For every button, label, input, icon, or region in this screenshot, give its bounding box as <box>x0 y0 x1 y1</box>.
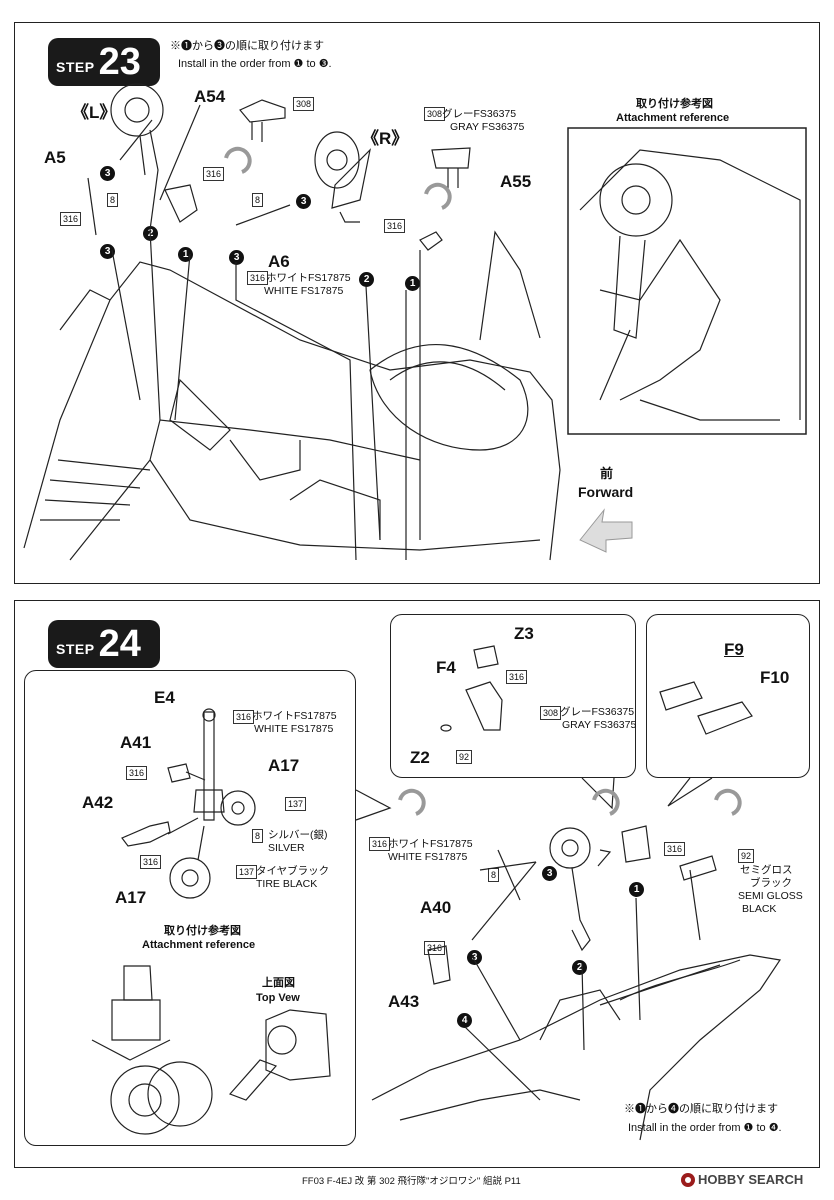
paint-code-box: 316 <box>203 167 225 181</box>
white-en: WHITE FS17875 <box>254 723 334 735</box>
paint-code-box: 8 <box>252 829 264 843</box>
paint-code-box: 316 <box>506 670 528 684</box>
paint-code-box: 8 <box>107 193 119 207</box>
step-number: 24 <box>98 623 141 665</box>
part-a43: A43 <box>388 992 420 1011</box>
step-24-right-subpanel <box>646 614 810 778</box>
semigloss-en-1: SEMI GLOSS <box>738 890 803 902</box>
tire-en: TIRE BLACK <box>256 878 318 890</box>
forward-jp: 前 <box>600 466 614 481</box>
paint-white-en: WHITE FS17875 <box>264 285 344 297</box>
side-right-label: 《R》 <box>362 129 409 148</box>
paint-code-box: 316 <box>384 219 406 233</box>
paint-white-jp: ホワイトFS17875 <box>266 272 351 284</box>
step-word: STEP <box>56 59 95 75</box>
part-a54: A54 <box>194 87 226 106</box>
part-f9: F9 <box>724 640 744 659</box>
gray-en: GRAY FS36375 <box>562 719 637 731</box>
silver-jp: シルバー(銀) <box>268 829 328 841</box>
part-f4: F4 <box>436 658 456 677</box>
watermark-text: HOBBY SEARCH <box>698 1172 804 1187</box>
paint-gray-en: GRAY FS36375 <box>450 121 525 133</box>
top-view-en: Top Vew <box>256 992 300 1004</box>
tire-jp: タイヤブラック <box>256 865 330 877</box>
order-note-en: Install in the order from ❶ to ❹. <box>628 1122 782 1134</box>
part-e4: E4 <box>154 688 175 707</box>
part-a55: A55 <box>500 172 532 191</box>
gray-jp: グレーFS36375 <box>560 706 635 718</box>
top-view-jp: 上面図 <box>262 977 295 989</box>
paint-code-box: 308 <box>540 706 562 720</box>
paint-code-box: 316 <box>60 212 82 226</box>
paint-code-box: 308 <box>293 97 315 111</box>
order-note-en: Install in the order from ❶ to ❸. <box>178 58 332 70</box>
white-jp: ホワイトFS17875 <box>388 838 473 850</box>
step-23-panel <box>14 22 820 584</box>
step-24-badge: STEP 24 <box>48 620 160 668</box>
hobby-search-logo-icon <box>681 1173 695 1187</box>
part-a42: A42 <box>82 793 114 812</box>
paint-code-box: 316 <box>233 710 255 724</box>
attach-ref-en: Attachment reference <box>616 112 730 124</box>
paint-code-box: 316 <box>664 842 686 856</box>
paint-code-box: 308 <box>424 107 446 121</box>
part-a17-top: A17 <box>268 756 300 775</box>
paint-code-box: 316 <box>247 271 269 285</box>
step-24-left-subpanel <box>24 670 356 1146</box>
semigloss-en-2: BLACK <box>742 903 777 915</box>
part-a17-bottom: A17 <box>115 888 147 907</box>
step-24-mid-subpanel <box>390 614 636 778</box>
part-z2: Z2 <box>410 748 430 767</box>
silver-en: SILVER <box>268 842 305 854</box>
paint-code-box: 137 <box>236 865 258 879</box>
step-word: STEP <box>56 641 95 657</box>
part-a41: A41 <box>120 733 152 752</box>
part-a5: A5 <box>44 148 66 167</box>
white-jp: ホワイトFS17875 <box>252 710 337 722</box>
part-f10: F10 <box>760 668 790 687</box>
side-left-label: 《L》 <box>72 103 117 122</box>
semigloss-jp-2: ブラック <box>750 877 792 889</box>
part-a40: A40 <box>420 898 452 917</box>
part-z3: Z3 <box>514 624 534 643</box>
paint-code-box: 316 <box>126 766 148 780</box>
order-note-jp: ※❶から❹の順に取り付けます <box>624 1103 778 1115</box>
attach-ref-jp: 取り付け参考図 <box>164 925 241 937</box>
paint-code-box: 92 <box>738 849 755 863</box>
footer-caption: FF03 F-4EJ 改 第 302 飛行隊"オジロワシ" 組説 P11 <box>302 1176 521 1187</box>
order-note-jp: ※❶から❸の順に取り付けます <box>170 40 324 52</box>
paint-code-box: 316 <box>140 855 162 869</box>
white-en: WHITE FS17875 <box>388 851 468 863</box>
attach-ref-jp: 取り付け参考図 <box>636 98 713 110</box>
attach-ref-en: Attachment reference <box>142 939 256 951</box>
paint-code-box: 92 <box>456 750 473 764</box>
part-a6: A6 <box>268 252 290 271</box>
forward-en: Forward <box>578 484 634 500</box>
semigloss-jp-1: セミグロス <box>740 864 793 876</box>
paint-gray-jp: グレーFS36375 <box>442 108 517 120</box>
step-23-illustration <box>23 83 807 561</box>
step-23-badge: STEP 23 <box>48 38 160 86</box>
step-number: 23 <box>98 41 141 83</box>
paint-code-box: 8 <box>252 193 264 207</box>
paint-code-box: 316 <box>369 837 391 851</box>
paint-code-box: 137 <box>285 797 307 811</box>
